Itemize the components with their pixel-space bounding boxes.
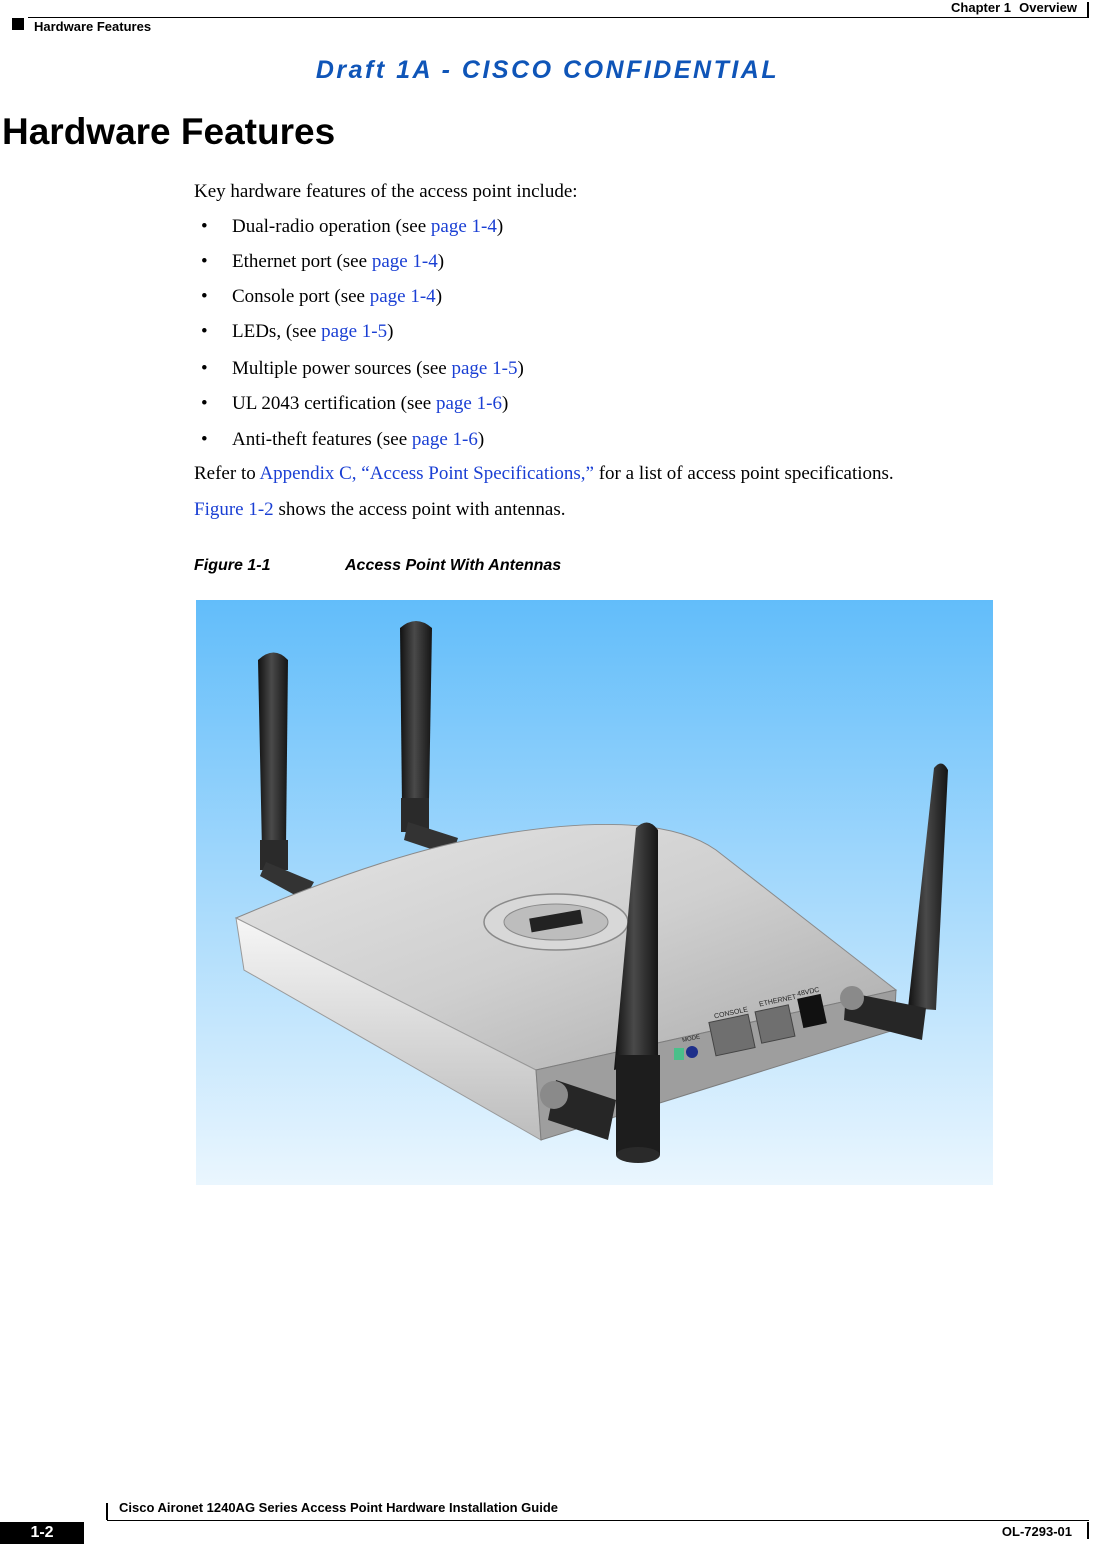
footer-guide-title: Cisco Aironet 1240AG Series Access Point… — [119, 1500, 559, 1515]
bullet-text: LEDs, (see — [232, 321, 322, 342]
figure-number: Figure 1-1 — [194, 557, 271, 574]
bullet-item: • Multiple power sources (see page 1-5) — [201, 358, 524, 380]
bullet-close: ) — [435, 286, 443, 307]
header-rule — [28, 17, 1089, 18]
mode-label: MODE — [682, 1034, 701, 1044]
doc-number: OL-7293-01 — [1001, 1524, 1072, 1539]
bullet-dot: • — [201, 358, 208, 379]
figure-ref-suffix: shows the access point with antennas. — [273, 499, 566, 520]
bullet-dot: • — [201, 251, 208, 272]
bullet-close: ) — [501, 393, 509, 414]
footer-bar-right — [1087, 1522, 1089, 1539]
bullet-item: • UL 2043 certification (see page 1-6) — [201, 393, 508, 415]
bullet-close: ) — [496, 216, 504, 237]
bullet-text: Ethernet port (see — [232, 251, 372, 272]
refer-suffix: for a list of access point specification… — [593, 463, 894, 484]
page-link[interactable]: page 1-4 — [371, 251, 438, 272]
bullet-close: ) — [477, 429, 485, 450]
bullet-text: Anti-theft features (see — [232, 429, 412, 450]
intro-paragraph: Key hardware features of the access poin… — [194, 181, 578, 202]
figure-title: Access Point With Antennas — [345, 557, 562, 574]
power-label: 48VDC — [797, 987, 821, 999]
header-bar — [1087, 2, 1089, 17]
figure-link[interactable]: Figure 1-2 — [194, 499, 274, 520]
access-point-figure: CONSOLE ETHERNET 48VDC MODE — [196, 600, 993, 1185]
bullet-item: • Anti-theft features (see page 1-6) — [201, 429, 484, 451]
header-chapter: Chapter 1 — [951, 0, 1011, 15]
header-marker — [12, 18, 24, 30]
bullet-text: Multiple power sources (see — [232, 358, 452, 379]
appendix-link[interactable]: Appendix C, “Access Point Specifications… — [259, 463, 594, 484]
footer-rule — [107, 1520, 1089, 1521]
bullet-dot: • — [201, 393, 208, 414]
header-section: Hardware Features — [34, 19, 152, 34]
bullet-dot: • — [201, 286, 208, 307]
page-link[interactable]: page 1-6 — [436, 393, 502, 414]
page-number: 1-2 — [0, 1522, 84, 1544]
refer-paragraph: Refer to Appendix C, “Access Point Speci… — [194, 463, 894, 485]
figure-ref-paragraph: Figure 1-2 shows the access point with a… — [194, 499, 566, 521]
bullet-item: • Ethernet port (see page 1-4) — [201, 251, 444, 273]
footer-bar-left — [106, 1503, 108, 1520]
bullet-text: UL 2043 certification (see — [232, 393, 436, 414]
bullet-text: Console port (see — [232, 286, 370, 307]
bullet-dot: • — [201, 216, 208, 237]
antenna-right — [840, 763, 948, 1040]
bullet-dot: • — [201, 429, 208, 450]
refer-prefix: Refer to — [194, 463, 260, 484]
bullet-close: ) — [517, 358, 524, 379]
antenna-back-left — [258, 652, 314, 900]
antenna-front-left — [540, 1080, 616, 1140]
page-link[interactable]: page 1-4 — [369, 286, 436, 307]
antenna-back-middle — [400, 621, 458, 856]
page-heading: Hardware Features — [2, 111, 336, 152]
bullet-item: • LEDs, (see page 1-5) — [201, 321, 393, 343]
draft-watermark: Draft 1A - CISCO CONFIDENTIAL — [315, 56, 780, 84]
page-link[interactable]: page 1-5 — [321, 321, 388, 342]
bullet-dot: • — [201, 321, 208, 342]
bullet-item: • Console port (see page 1-4) — [201, 286, 442, 308]
bullet-item: • Dual-radio operation (see page 1-4) — [201, 216, 503, 238]
page-link[interactable]: page 1-6 — [411, 429, 478, 450]
header-chapter-title: Overview — [1019, 0, 1077, 15]
page-link[interactable]: page 1-5 — [451, 358, 518, 379]
bullet-close: ) — [437, 251, 445, 272]
bullet-close: ) — [387, 321, 394, 342]
antenna-front-middle — [614, 822, 660, 1163]
page-link[interactable]: page 1-4 — [430, 216, 497, 237]
bullet-text: Dual-radio operation (see — [232, 216, 431, 237]
